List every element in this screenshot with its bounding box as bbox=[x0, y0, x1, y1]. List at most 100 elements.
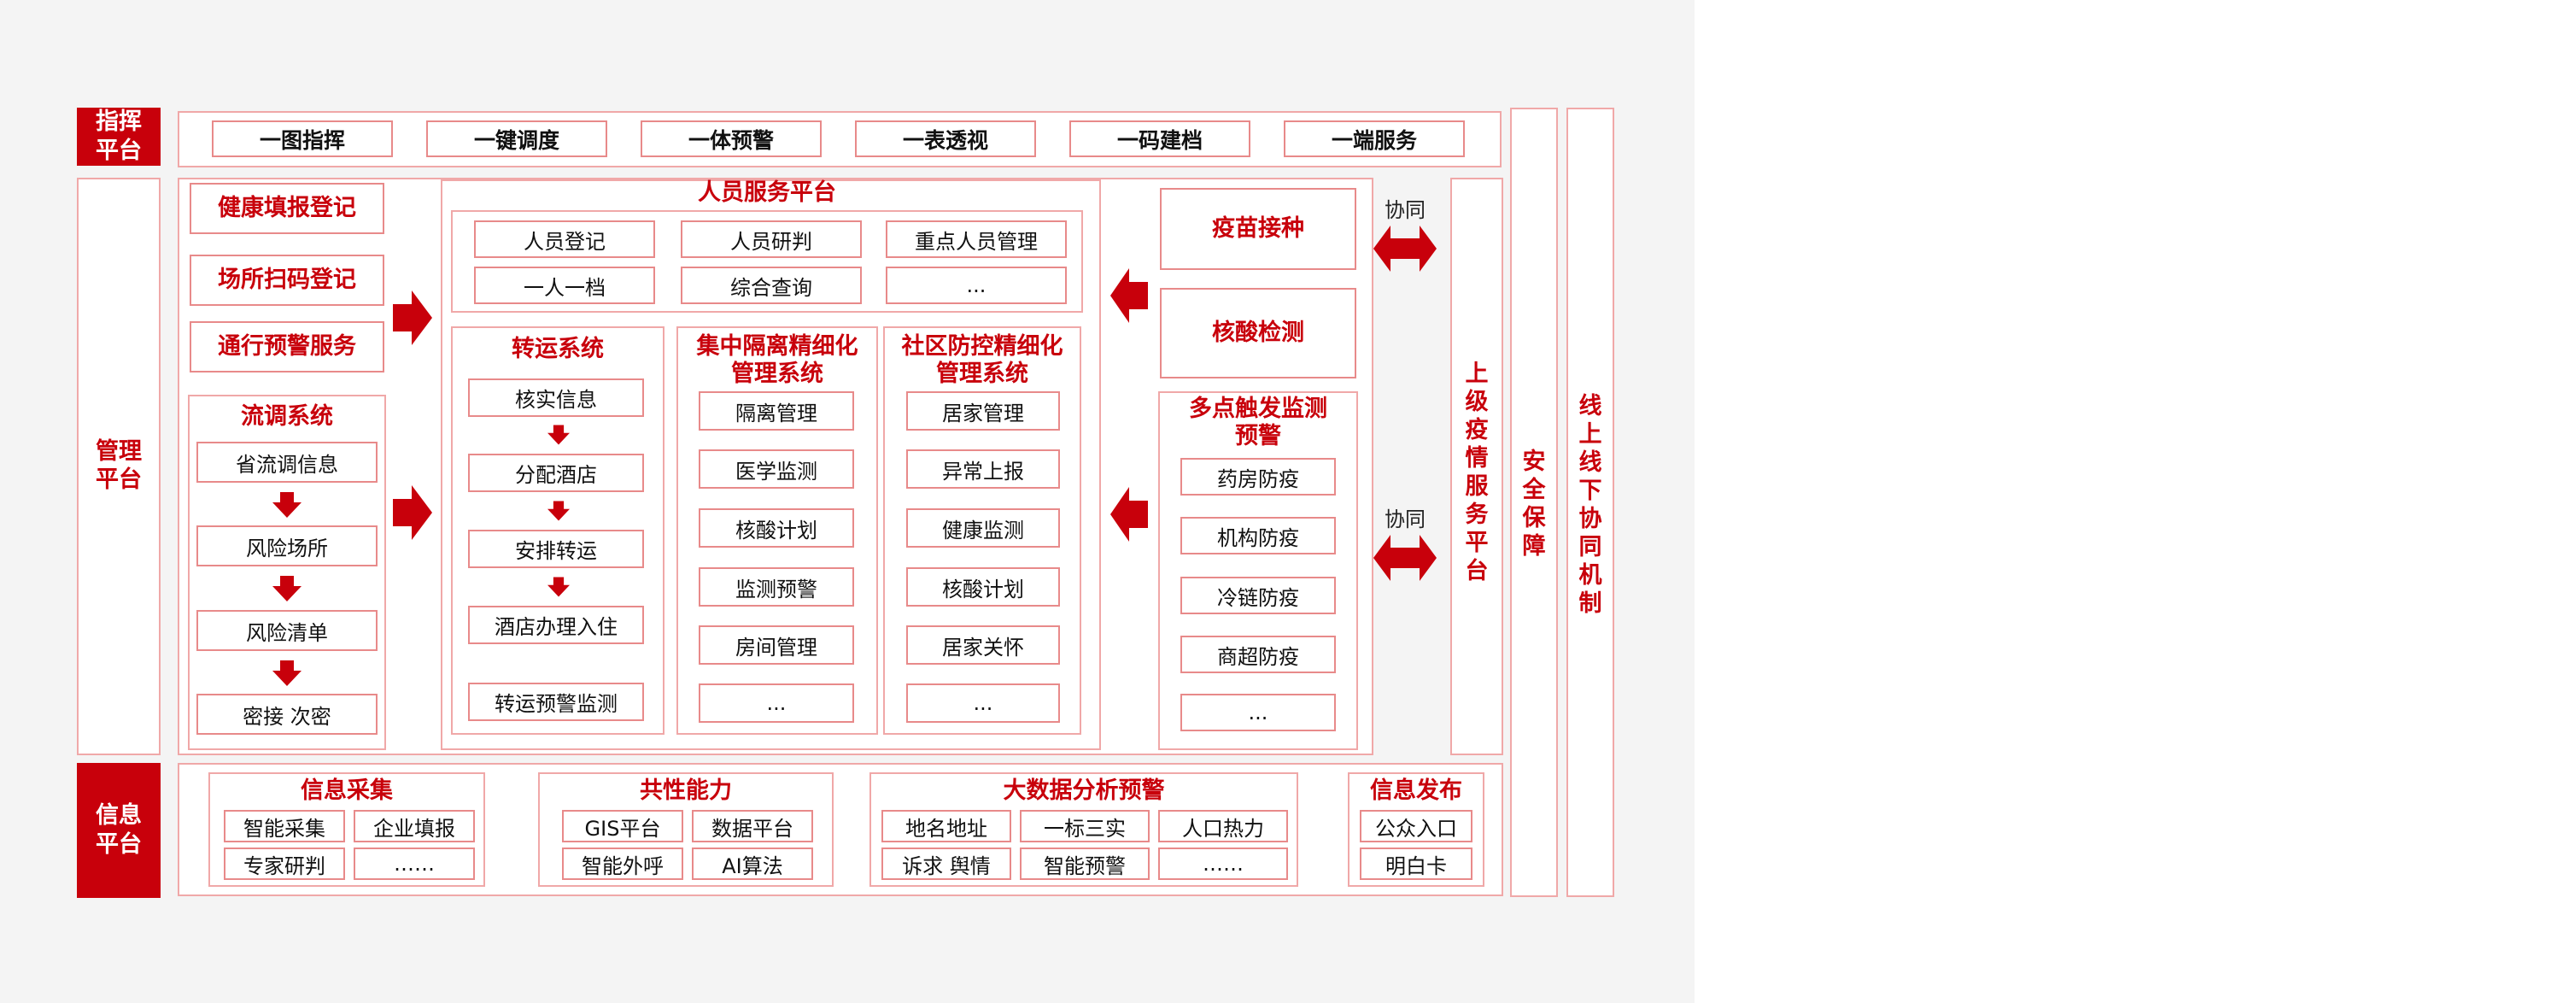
bigdata-item: 地名地址 bbox=[881, 810, 1011, 842]
info-collect-title: 信息采集 bbox=[301, 777, 393, 804]
community-system-title: 社区防控精细化 管理系统 bbox=[901, 333, 1063, 387]
transfer-item: 安排转运 bbox=[468, 530, 644, 568]
community-item: ... bbox=[906, 683, 1060, 723]
label-char: 下 bbox=[1578, 478, 1602, 504]
info-collect-item: …… bbox=[354, 848, 475, 880]
flow-system-title: 流调系统 bbox=[241, 403, 333, 430]
command-item: 一码建档 bbox=[1069, 120, 1250, 157]
management-platform-label: 管理 平台 bbox=[96, 438, 142, 493]
common-capability-title: 共性能力 bbox=[640, 777, 732, 804]
common-capability-item: GIS平台 bbox=[562, 810, 683, 842]
transfer-item: 核实信息 bbox=[468, 378, 644, 417]
person-platform-item: 人员登记 bbox=[474, 220, 655, 258]
common-capability-item: 智能外呼 bbox=[562, 848, 683, 880]
superior-platform-panel bbox=[1450, 178, 1503, 755]
info-collect-item: 专家研判 bbox=[224, 848, 345, 880]
label-char: 协 bbox=[1578, 506, 1602, 532]
transfer-system-title: 转运系统 bbox=[512, 336, 604, 362]
multipoint-panel bbox=[1158, 391, 1358, 750]
quarantine-item: 医学监测 bbox=[699, 449, 854, 489]
label-char: 保 bbox=[1522, 505, 1546, 531]
double-arrow-icon bbox=[1373, 226, 1437, 272]
bigdata-item: 诉求 舆情 bbox=[881, 848, 1011, 880]
down-arrow-icon bbox=[272, 576, 302, 601]
bigdata-title: 大数据分析预警 bbox=[1003, 777, 1165, 804]
label-char: 全 bbox=[1522, 477, 1546, 503]
flow-item: 风险场所 bbox=[196, 525, 378, 566]
left-arrow-icon bbox=[1110, 268, 1148, 323]
person-platform-item: ... bbox=[886, 267, 1067, 304]
online-offline-label: 线 上 线 下 协 同 机 制 bbox=[1566, 390, 1614, 620]
down-arrow-icon bbox=[547, 577, 570, 597]
common-capability-item: AI算法 bbox=[692, 848, 813, 880]
command-item: 一端服务 bbox=[1284, 120, 1465, 157]
nucleic-test-box: 核酸检测 bbox=[1160, 288, 1356, 378]
multipoint-item: 机构防疫 bbox=[1180, 517, 1336, 554]
label-char: 线 bbox=[1578, 393, 1602, 419]
info-collect-item: 企业填报 bbox=[354, 810, 475, 842]
person-platform-item: 人员研判 bbox=[681, 220, 862, 258]
label-char: 台 bbox=[1465, 558, 1489, 584]
flow-item: 风险清单 bbox=[196, 610, 378, 651]
quarantine-item: 监测预警 bbox=[699, 567, 854, 607]
label-char: 安 bbox=[1522, 449, 1546, 475]
left-arrow-icon bbox=[1110, 487, 1148, 542]
bigdata-item: 智能预警 bbox=[1020, 848, 1150, 880]
multipoint-item: 商超防疫 bbox=[1180, 636, 1336, 673]
information-platform-band: 信息 平台 bbox=[77, 763, 161, 898]
transfer-item: 分配酒店 bbox=[468, 454, 644, 492]
online-offline-panel bbox=[1566, 108, 1614, 897]
right-arrow-icon bbox=[393, 485, 432, 540]
cooperate-label: 协同 bbox=[1385, 197, 1426, 222]
label-char: 平 bbox=[1465, 530, 1489, 556]
person-platform-title: 人员服务平台 bbox=[698, 179, 836, 206]
label-char: 制 bbox=[1578, 590, 1602, 617]
community-item: 健康监测 bbox=[906, 508, 1060, 548]
flow-item: 密接 次密 bbox=[196, 694, 378, 735]
vaccine-box: 疫苗接种 bbox=[1160, 188, 1356, 270]
quarantine-item: ... bbox=[699, 683, 854, 723]
person-platform-item: 综合查询 bbox=[681, 267, 862, 304]
person-platform-item: 一人一档 bbox=[474, 267, 655, 304]
flow-item: 省流调信息 bbox=[196, 442, 378, 483]
superior-platform-label: 上 级 疫 情 服 务 平 台 bbox=[1450, 357, 1503, 588]
down-arrow-icon bbox=[547, 501, 570, 521]
label-char: 级 bbox=[1465, 389, 1489, 415]
down-arrow-icon bbox=[547, 425, 570, 445]
bigdata-item: …… bbox=[1158, 848, 1288, 880]
quarantine-item: 隔离管理 bbox=[699, 391, 854, 431]
info-publish-item: 公众入口 bbox=[1360, 810, 1472, 842]
canvas: 指挥 平台 一图指挥 一键调度 一体预警 一表透视 一码建档 一端服务 管理 平… bbox=[0, 0, 1695, 1003]
label-char: 上 bbox=[1578, 421, 1602, 448]
label-char: 情 bbox=[1465, 445, 1489, 472]
command-item: 一图指挥 bbox=[212, 120, 393, 157]
pass-alert-box: 通行预警服务 bbox=[190, 321, 384, 372]
security-panel bbox=[1510, 108, 1558, 897]
community-item: 居家管理 bbox=[906, 391, 1060, 431]
command-platform-panel bbox=[178, 111, 1502, 167]
label-char: 务 bbox=[1465, 502, 1489, 528]
transfer-alert-box: 转运预警监测 bbox=[468, 683, 644, 721]
down-arrow-icon bbox=[272, 660, 302, 686]
command-item: 一键调度 bbox=[426, 120, 607, 157]
label-char: 上 bbox=[1465, 361, 1489, 387]
label-char: 同 bbox=[1578, 534, 1602, 560]
command-item: 一表透视 bbox=[855, 120, 1036, 157]
bigdata-item: 一标三实 bbox=[1020, 810, 1150, 842]
label-char: 障 bbox=[1522, 533, 1546, 560]
community-item: 异常上报 bbox=[906, 449, 1060, 489]
label-char: 疫 bbox=[1465, 417, 1489, 443]
label-char: 服 bbox=[1465, 473, 1489, 500]
command-platform-band: 指挥 平台 bbox=[77, 108, 161, 166]
multipoint-item: ... bbox=[1180, 694, 1336, 731]
health-register-box: 健康填报登记 bbox=[190, 183, 384, 234]
command-item: 一体预警 bbox=[641, 120, 822, 157]
bigdata-item: 人口热力 bbox=[1158, 810, 1288, 842]
cooperate-label: 协同 bbox=[1385, 507, 1426, 531]
info-collect-item: 智能采集 bbox=[224, 810, 345, 842]
multipoint-title: 多点触发监测 预警 bbox=[1189, 396, 1327, 449]
transfer-item: 酒店办理入住 bbox=[468, 606, 644, 644]
person-platform-item: 重点人员管理 bbox=[886, 220, 1067, 258]
multipoint-item: 冷链防疫 bbox=[1180, 577, 1336, 614]
multipoint-item: 药房防疫 bbox=[1180, 458, 1336, 496]
